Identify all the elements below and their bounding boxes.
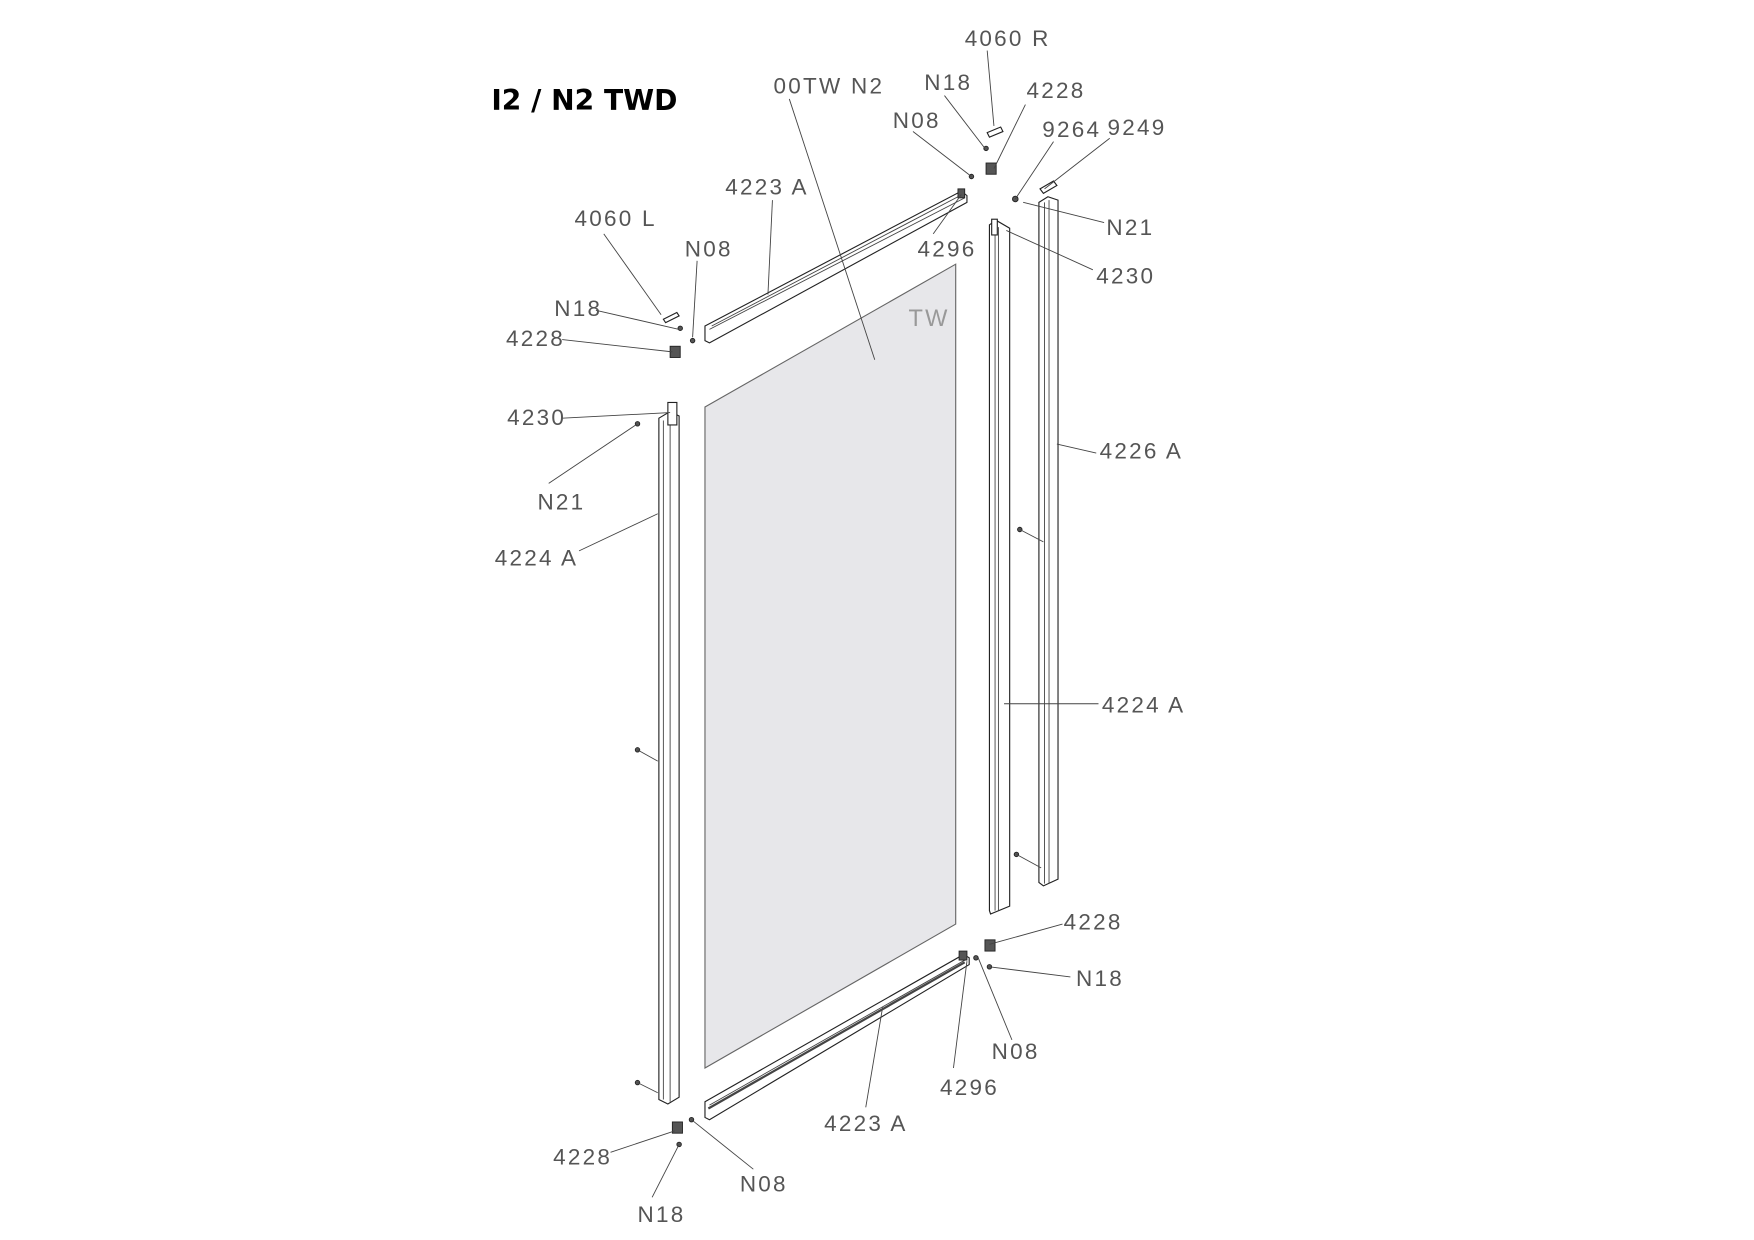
cap-4060-right xyxy=(986,126,1004,138)
part-label: 00TW N2 xyxy=(774,73,885,98)
part-label: 4060 R xyxy=(965,26,1051,51)
part-label: N08 xyxy=(740,1172,788,1197)
leader-lines xyxy=(548,50,1111,1198)
part-label: N08 xyxy=(893,108,941,133)
glass-panel xyxy=(704,263,957,1069)
hinge-top-right xyxy=(985,162,997,175)
hinge-bottom-right xyxy=(984,939,996,952)
part-label: 4228 xyxy=(1027,78,1086,103)
part-label: N18 xyxy=(638,1202,686,1227)
part-label: N18 xyxy=(1076,966,1124,991)
part-label: 4224 A xyxy=(1102,693,1185,718)
glass-label: TW xyxy=(908,306,949,332)
right-inner-profile xyxy=(988,218,1011,915)
part-label: 9249 xyxy=(1107,115,1166,140)
part-label: N18 xyxy=(924,70,972,95)
part-label: 9264 xyxy=(1042,117,1101,142)
diagram-title: I2 / N2 TWD xyxy=(491,84,677,117)
part-label: 4296 xyxy=(940,1075,999,1100)
part-label: 4228 xyxy=(1064,910,1123,935)
part-label: 4228 xyxy=(553,1145,612,1170)
cap-9249 xyxy=(1039,180,1058,195)
part-label: 4223 A xyxy=(824,1111,907,1136)
part-label: N21 xyxy=(1106,215,1154,240)
top-rail xyxy=(704,188,968,344)
part-label: 4296 xyxy=(917,236,976,261)
right-outer-profile xyxy=(1038,196,1059,887)
part-label: 4223 A xyxy=(725,174,808,199)
cap-4060-left xyxy=(662,311,680,324)
bottom-rail xyxy=(704,950,970,1121)
part-label: N08 xyxy=(992,1039,1040,1064)
part-label: N08 xyxy=(685,236,733,261)
hinge-bottom-left xyxy=(671,1121,683,1134)
part-label: 4230 xyxy=(1096,263,1155,288)
part-label: N18 xyxy=(554,296,602,321)
part-label: 4226 A xyxy=(1100,439,1183,464)
hardware-parts xyxy=(634,126,1058,1148)
part-label: 4230 xyxy=(507,405,566,430)
part-labels: 4060 R N18 4228 N08 9264 9249 N21 4230 0… xyxy=(495,26,1185,1227)
part-label: 4228 xyxy=(506,326,565,351)
part-label: N21 xyxy=(537,489,585,514)
left-vertical-profile xyxy=(658,401,680,1105)
part-label: 4060 L xyxy=(575,206,657,231)
part-label: 4224 A xyxy=(495,545,578,570)
